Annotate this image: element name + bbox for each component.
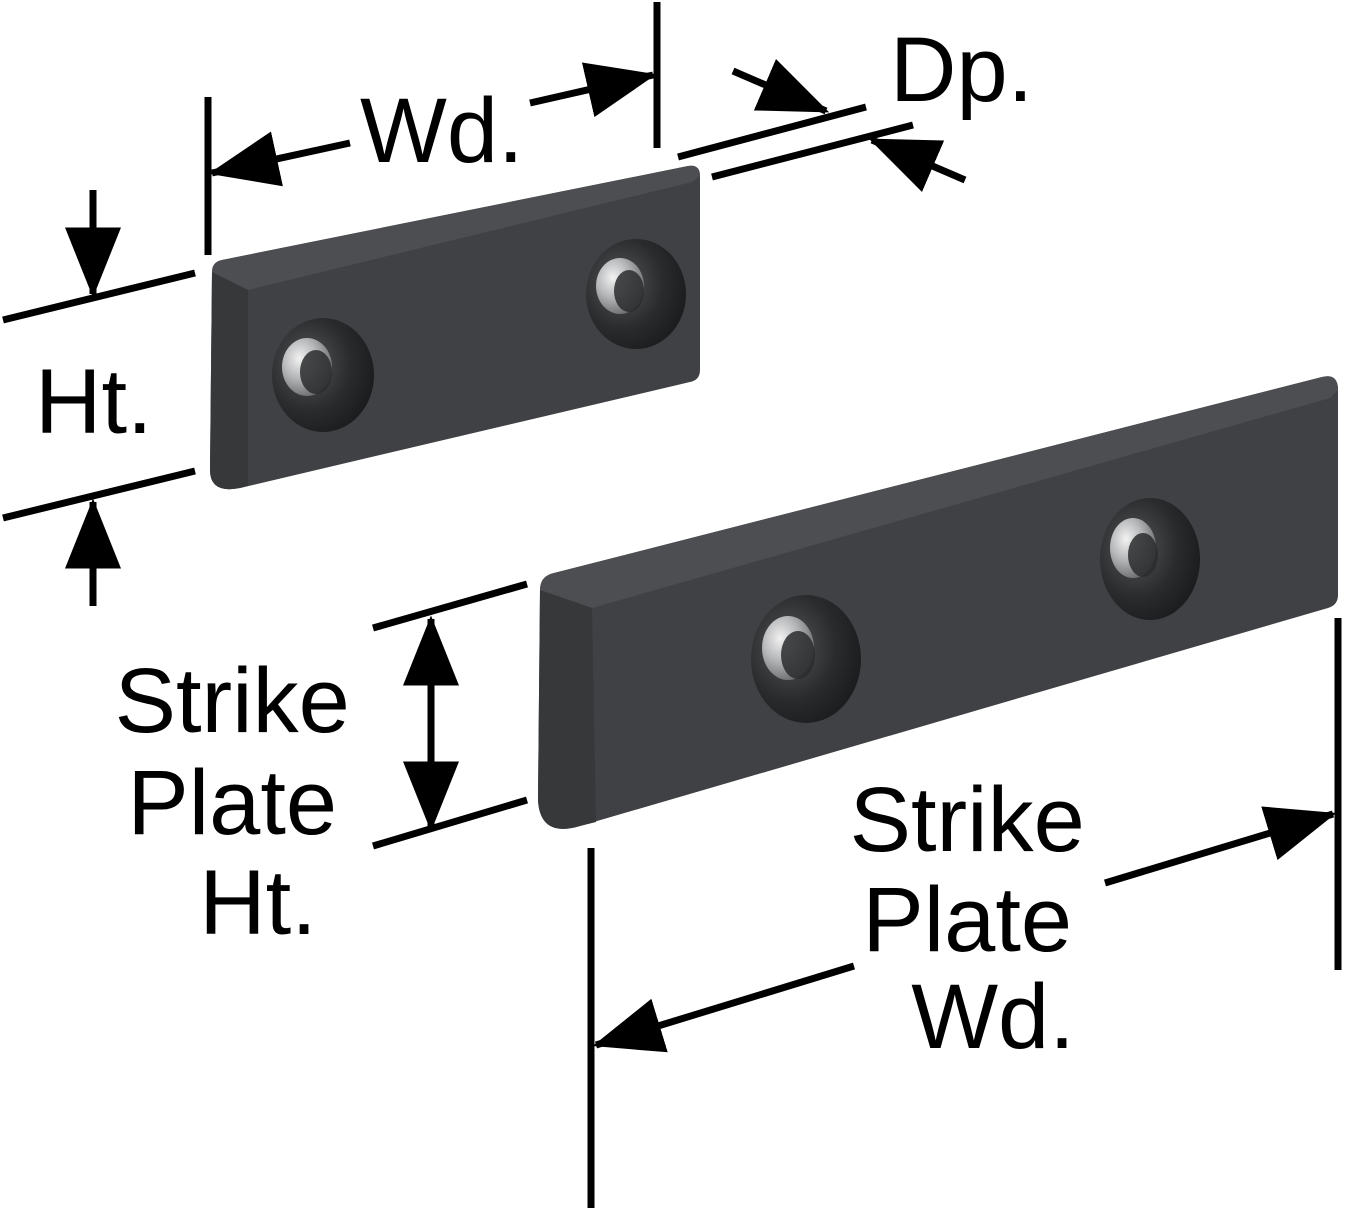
small-plate-hole-left xyxy=(272,318,374,432)
large-plate-left-bevel xyxy=(538,590,596,829)
strike-ht-extension-bottom xyxy=(371,796,529,850)
strike-wd-arrow-left xyxy=(592,962,856,1053)
dp-arrow-bottom xyxy=(868,136,967,192)
dp-extension-bottom xyxy=(711,121,914,181)
small-plate xyxy=(210,165,700,490)
wd-dimension: Wd. xyxy=(204,2,661,255)
ht-label: Ht. xyxy=(35,351,153,453)
strike-plate-wd-dimension: Strike Plate Wd. xyxy=(587,618,1342,1208)
strike-plate-ht-dimension: Strike Plate Ht. xyxy=(115,580,529,954)
wd-arrow-right xyxy=(529,62,657,118)
ht-extension-bottom xyxy=(2,467,196,522)
dp-arrow-top xyxy=(731,59,830,115)
wd-label: Wd. xyxy=(360,80,524,182)
large-plate-face xyxy=(538,376,1338,829)
large-plate-top-bevel xyxy=(540,376,1338,608)
strike-wd-arrow-right xyxy=(1103,806,1337,887)
strike-plate-wd-label: Strike Plate Wd. xyxy=(850,769,1111,1068)
small-plate-hole-right xyxy=(586,239,686,349)
large-plate-hole-right xyxy=(1100,498,1200,620)
dp-extension-top xyxy=(677,103,867,161)
ht-dimension: Ht. xyxy=(2,190,196,606)
large-plate xyxy=(538,376,1338,829)
small-plate-left-bevel xyxy=(210,272,248,490)
dp-label: Dp. xyxy=(890,19,1033,121)
large-plate-hole-left xyxy=(751,595,861,723)
strike-plate-ht-label: Strike Plate Ht. xyxy=(115,650,376,954)
dp-dimension: Dp. xyxy=(677,19,1033,192)
ht-extension-top xyxy=(2,269,196,324)
strike-ht-extension-top xyxy=(372,580,528,632)
wd-arrow-left xyxy=(208,131,351,187)
small-plate-top-bevel xyxy=(212,165,700,290)
